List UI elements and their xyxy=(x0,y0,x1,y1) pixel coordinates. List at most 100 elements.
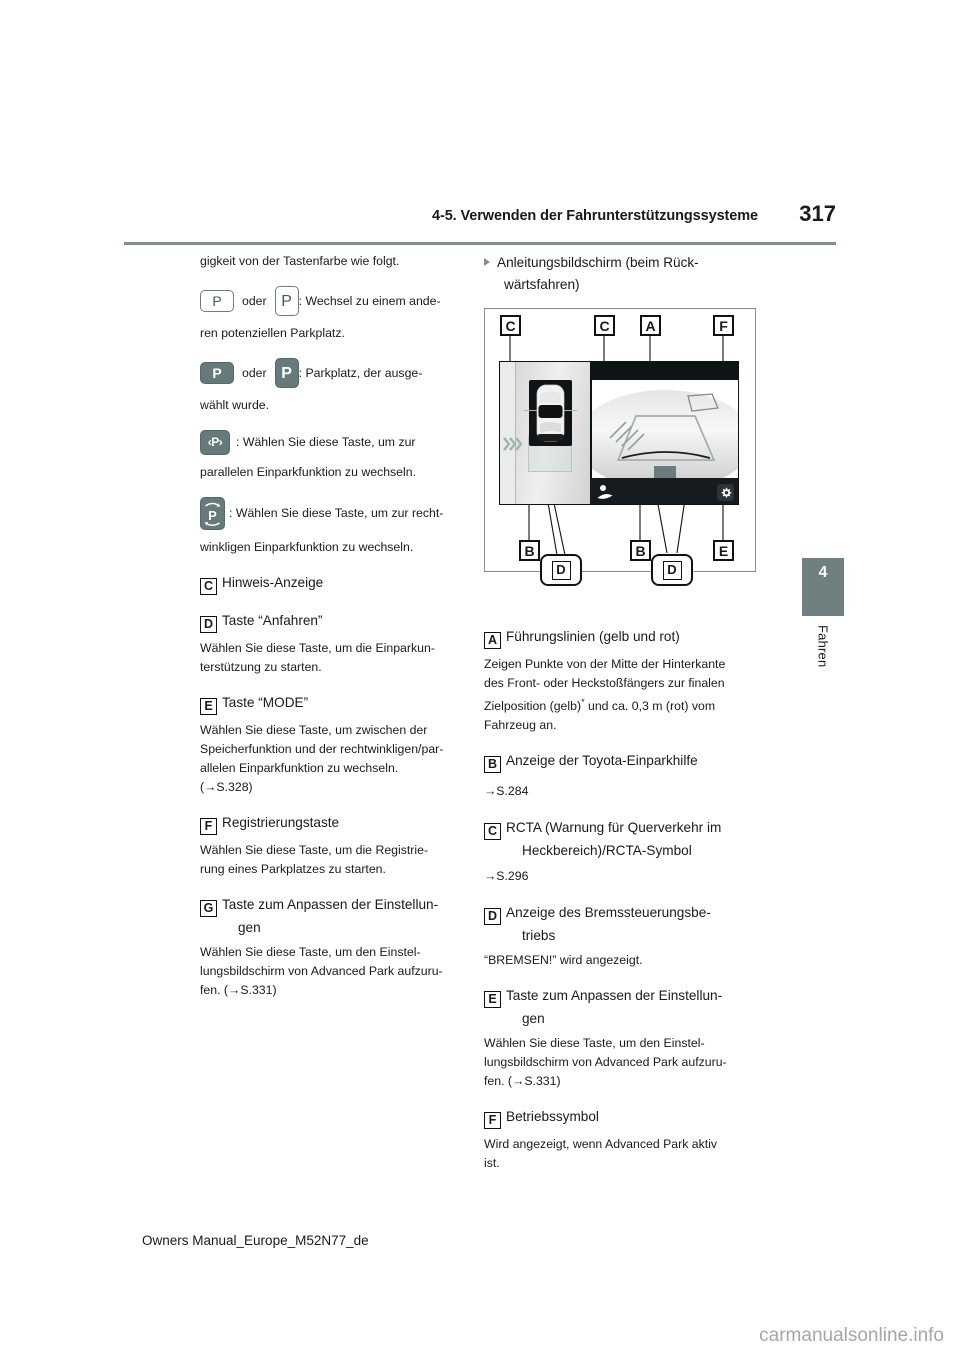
perpendicular-park-icon: P xyxy=(200,497,225,530)
footnote-marker: * xyxy=(581,697,585,707)
letter-marker-f: F xyxy=(200,818,217,835)
callout-b-right: B xyxy=(630,540,651,561)
chapter-label-text: Fahren xyxy=(815,625,831,668)
item-a-line-4: Fahrzeug an. xyxy=(484,718,557,732)
callout-c-left: C xyxy=(500,315,521,336)
key-row-text-2: : Parkplatz, der ausge- xyxy=(298,365,423,380)
chapter-label-vertical: Fahren xyxy=(802,625,844,715)
key-row-cont-1: ren potenziellen Parkplatz. xyxy=(200,326,345,340)
perpendicular-park-text: : Wählen Sie diese Taste, um zur recht- xyxy=(229,506,444,520)
item-d-right-title-cont: triebs xyxy=(522,928,556,943)
item-e-line-4: (→S.328) xyxy=(200,780,253,794)
callout-e: E xyxy=(713,540,734,561)
parallel-park-icon: ‹P› xyxy=(200,430,230,455)
letter-marker-d: D xyxy=(200,616,217,633)
conjunction-oder-2: oder xyxy=(242,365,267,380)
item-d-right-title: Anzeige des Bremssteuerungsbe- xyxy=(506,905,711,920)
item-a: A Führungslinien (gelb und rot) xyxy=(484,626,756,649)
page-number: 317 xyxy=(799,201,836,226)
perpendicular-park-row: P : Wählen Sie diese Taste, um zur recht… xyxy=(200,497,472,530)
page-header: 4-5. Verwenden der Fahrunterstützungssys… xyxy=(124,201,836,247)
item-c-right-title: RCTA (Warnung für Querverkehr im xyxy=(506,820,722,835)
item-e-line-3: allelen Einparkfunktion zu wechseln. xyxy=(200,761,399,775)
item-g-line-3: fen. (→S.331) xyxy=(200,983,277,997)
item-a-title: Führungslinien (gelb und rot) xyxy=(506,629,680,644)
key-row-change-parking-spot: P oder P : Wechsel zu einem ande- xyxy=(200,286,472,316)
bev-side-strip xyxy=(500,362,516,504)
camera-overlay-lines xyxy=(609,393,719,461)
item-f-right-line-1: Wird angezeigt, wenn Advanced Park aktiv xyxy=(484,1137,718,1151)
item-e-right-title: Taste zum Anpassen der Einstellun- xyxy=(506,988,723,1003)
callout-d-left-letter: D xyxy=(551,560,571,580)
perpendicular-park-cont: winkligen Einparkfunktion zu wechseln. xyxy=(200,540,414,554)
chapter-number-tab: 4 xyxy=(802,558,844,616)
item-a-line-1: Zeigen Punkte von der Mitte der Hinterka… xyxy=(484,657,726,671)
parallel-park-text: : Wählen Sie diese Taste, um zur xyxy=(236,435,416,449)
site-watermark: carmanualsonline.info xyxy=(759,1325,944,1346)
item-d-right: D Anzeige des Bremssteuerungsbe- triebs xyxy=(484,902,756,947)
item-e-line-2: Speicherfunktion und der rechtwinkligen/… xyxy=(200,742,444,756)
letter-marker-a: A xyxy=(484,632,501,649)
settings-gear-button[interactable] xyxy=(717,484,734,501)
letter-marker-e: E xyxy=(200,698,217,715)
item-e-right-line-1: Wählen Sie diese Taste, um den Einstel- xyxy=(484,1036,705,1050)
subsection-heading-cont: wärtsfahren) xyxy=(504,277,580,292)
letter-marker-g: G xyxy=(200,900,217,917)
callout-c-center: C xyxy=(594,315,615,336)
item-e-right-line-3: fen. (→S.331) xyxy=(484,1074,561,1088)
bev-divider-line xyxy=(515,362,516,504)
conjunction-oder-1: oder xyxy=(242,293,267,308)
intro-paragraph: gigkeit von der Tastenfarbe wie folgt. xyxy=(200,254,400,268)
item-a-line-3a: Zielposition (gelb) xyxy=(484,699,582,713)
item-f-line-1: Wählen Sie diese Taste, um die Registrie… xyxy=(200,843,429,857)
item-f-right-title: Betriebssymbol xyxy=(506,1109,599,1124)
item-f: F Registrierungstaste xyxy=(200,812,472,835)
key-row-text-1: : Wechsel zu einem ande- xyxy=(298,293,441,308)
right-text-column: Anleitungsbildschirm (beim Rück- wärtsfa… xyxy=(484,252,756,1173)
p-key-filled-tall: P xyxy=(274,358,299,388)
operation-symbol-icon xyxy=(597,485,613,499)
left-text-column: gigkeit von der Tastenfarbe wie folgt. P… xyxy=(200,252,472,1000)
multimedia-screen xyxy=(499,361,739,505)
key-row-selected-parking-spot: P oder P : Parkplatz, der ausge- xyxy=(200,358,472,388)
p-key-filled-wide: P xyxy=(200,362,234,384)
item-d-line-1: Wählen Sie diese Taste, um die Einparkun… xyxy=(200,641,435,655)
callout-d-right: D xyxy=(651,554,693,586)
item-d-title: Taste “Anfahren” xyxy=(222,613,323,628)
camera-ground-plane xyxy=(592,390,738,480)
callout-f: F xyxy=(713,315,734,336)
item-e-right-title-cont: gen xyxy=(522,1011,545,1026)
rcta-arrow-icon xyxy=(503,437,523,451)
item-e-line-1: Wählen Sie diese Taste, um zwischen der xyxy=(200,723,428,737)
item-f-right: F Betriebssymbol xyxy=(484,1106,756,1129)
item-c-right-title-cont: Heckbereich)/RCTA-Symbol xyxy=(522,843,692,858)
chapter-number: 4 xyxy=(818,564,828,581)
item-b-title: Anzeige der Toyota-Einparkhilfe xyxy=(506,753,698,768)
letter-marker-d-right: D xyxy=(484,908,501,925)
item-f-right-line-2: ist. xyxy=(484,1156,500,1170)
letter-marker-b: B xyxy=(484,756,501,773)
item-a-line-3b: und ca. 0,3 m (rot) vom xyxy=(584,699,716,713)
item-a-line-3: Zielposition (gelb)* und ca. 0,3 m (rot)… xyxy=(484,693,756,716)
callout-b-left: B xyxy=(519,540,540,561)
page-section-title: 4-5. Verwenden der Fahrunterstützungssys… xyxy=(432,208,758,224)
screen-bottom-bar xyxy=(590,478,738,504)
item-c-right-xref: →S.296 xyxy=(484,869,529,883)
letter-marker-f-right: F xyxy=(484,1112,501,1129)
item-d-right-line-1: “BREMSEN!” wird angezeigt. xyxy=(484,953,643,967)
parallel-park-row: ‹P› : Wählen Sie diese Taste, um zur xyxy=(200,430,472,455)
p-key-outline-tall: P xyxy=(274,286,299,316)
item-c-title: Hinweis-Anzeige xyxy=(222,575,324,590)
item-a-line-2: des Front- oder Heckstoßfängers zur fina… xyxy=(484,676,725,690)
item-f-line-2: rung eines Parkplatzes zu starten. xyxy=(200,862,386,876)
item-g-line-2: lungsbildschirm von Advanced Park aufzur… xyxy=(200,964,443,978)
svg-text:P: P xyxy=(208,508,217,523)
callout-a: A xyxy=(640,315,661,336)
bev-vehicle-icon xyxy=(536,384,565,442)
triangle-bullet-icon xyxy=(484,258,490,266)
item-f-title: Registrierungstaste xyxy=(222,815,340,830)
